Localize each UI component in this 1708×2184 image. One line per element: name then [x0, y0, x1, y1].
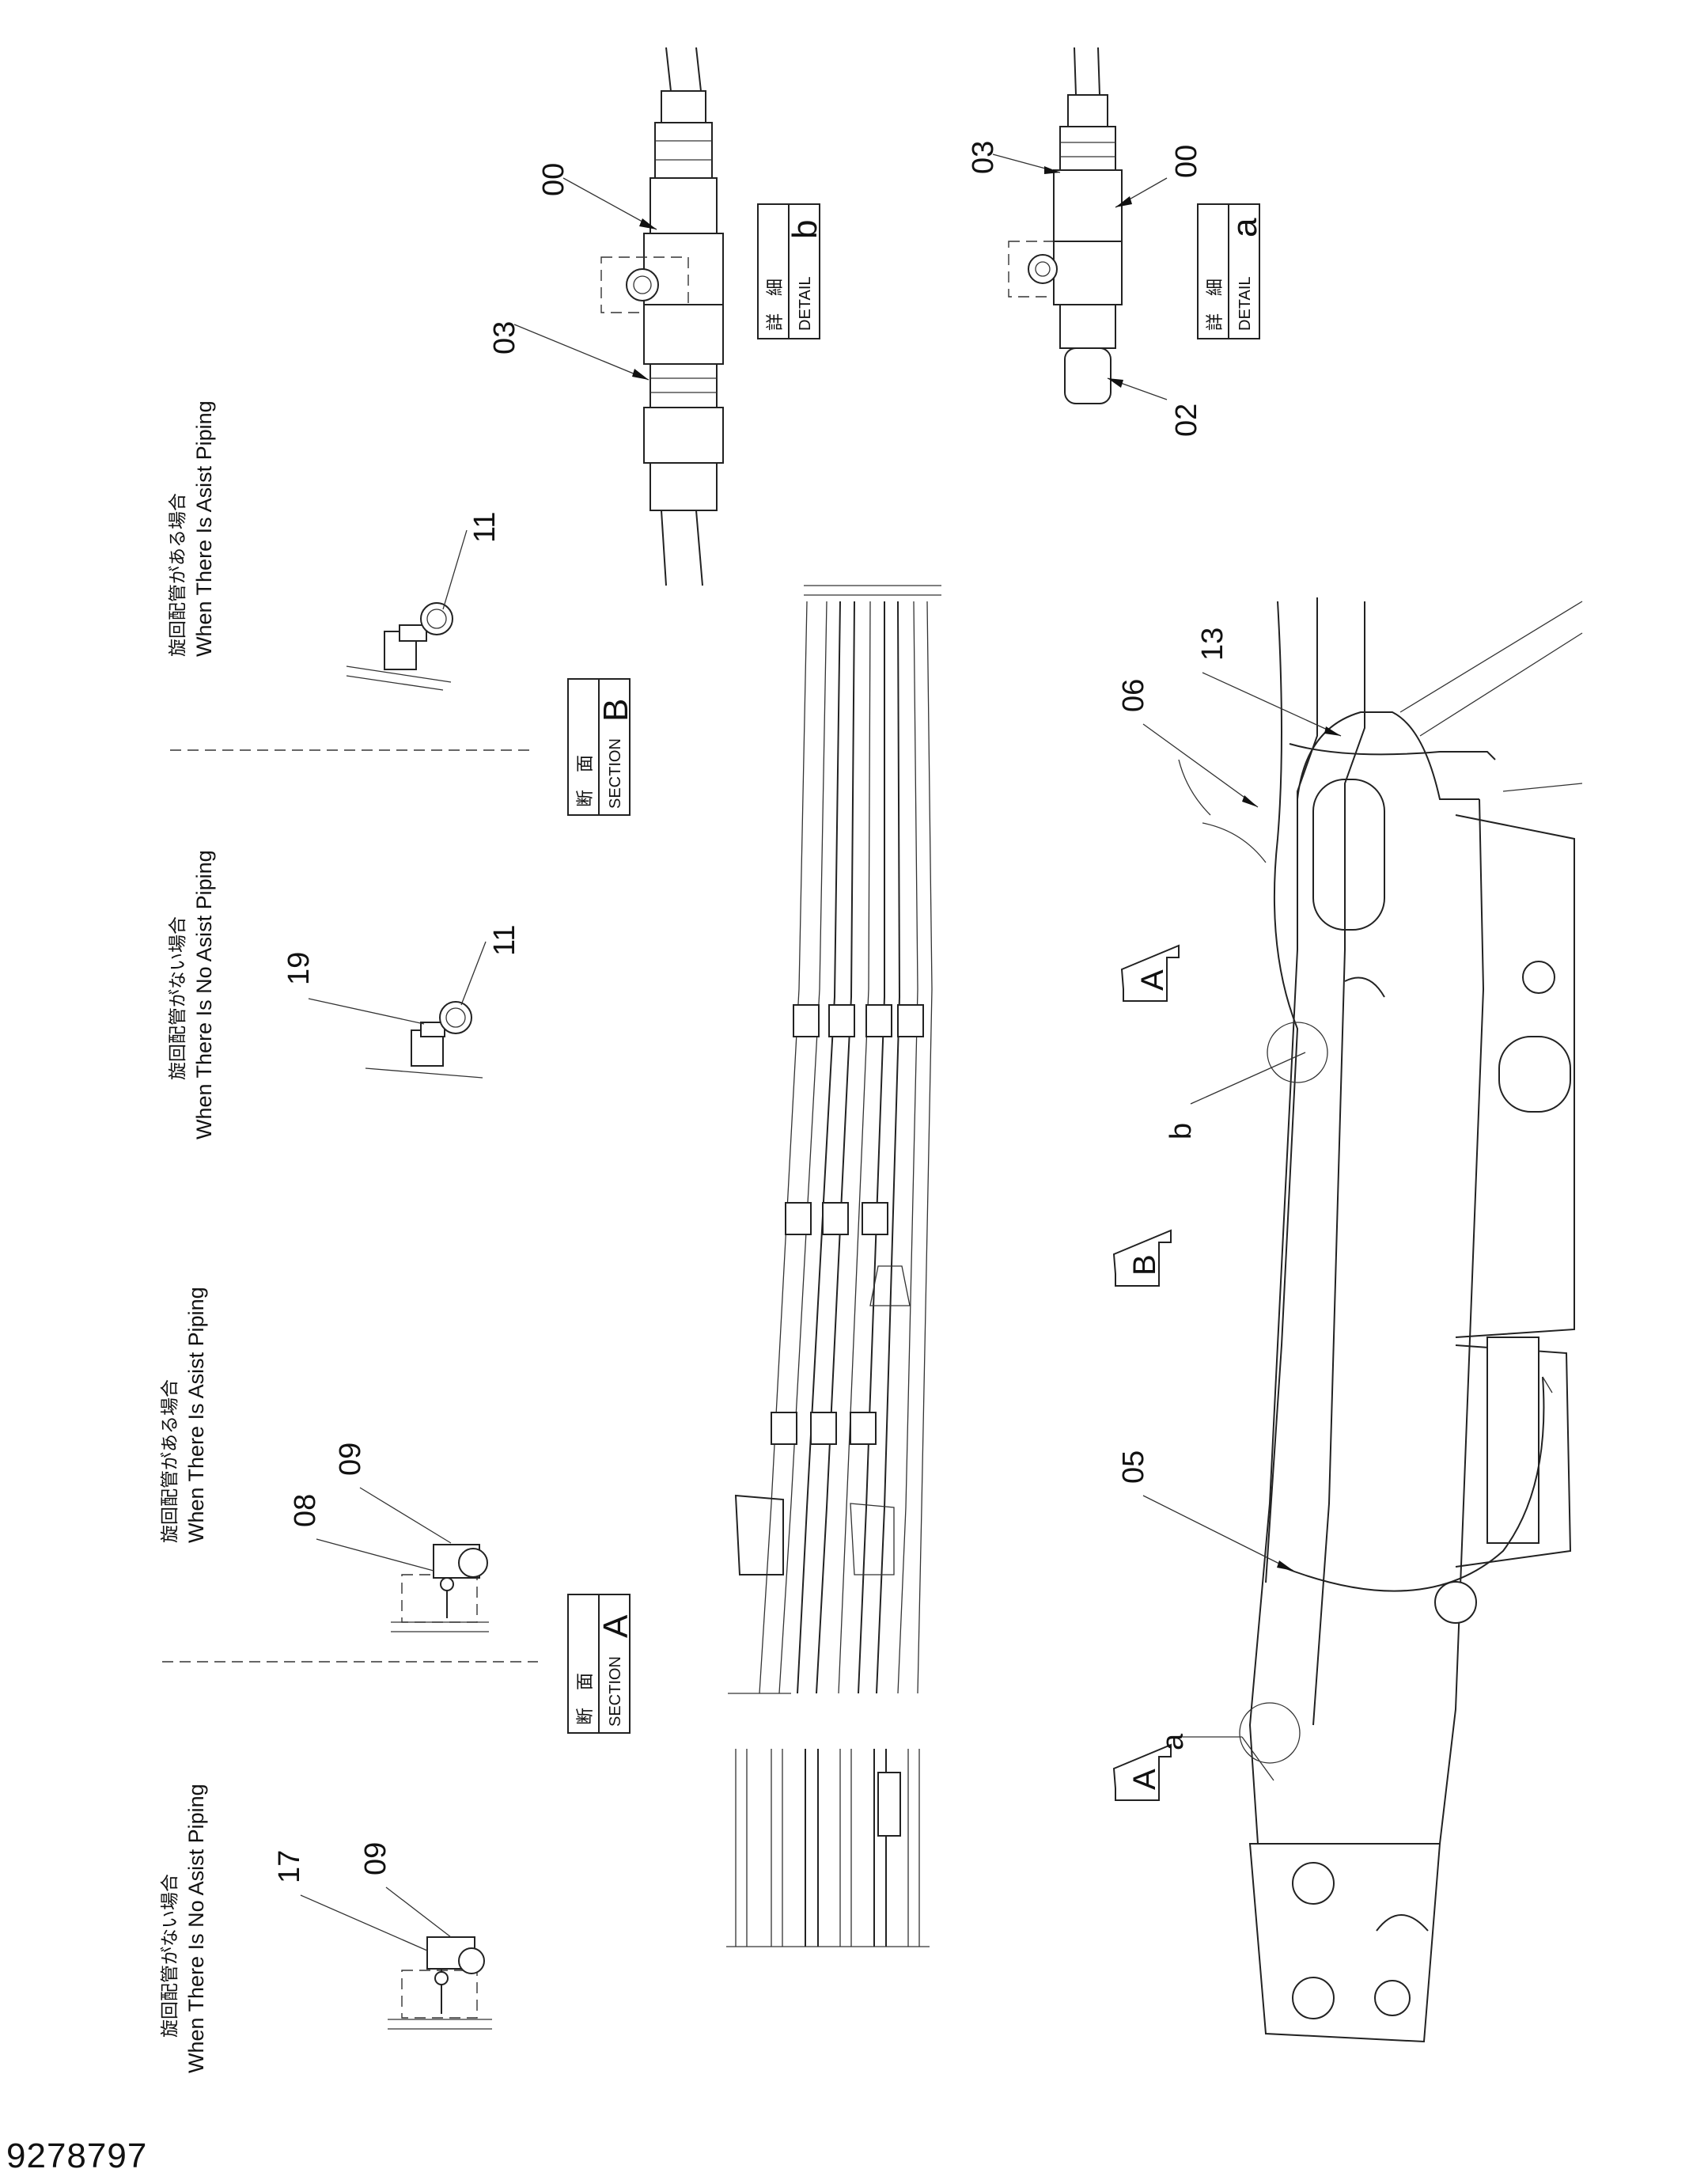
detail-ref-letter: a	[1157, 1733, 1190, 1750]
section-a-box	[567, 1594, 631, 1734]
clamp-mid-right	[308, 941, 487, 1079]
part-label: 09	[334, 1443, 367, 1476]
detail-b-box	[757, 203, 820, 339]
part-label: 05	[1117, 1450, 1150, 1484]
view-arrow-letter: B	[1127, 1254, 1162, 1276]
section-box-jp: 断 面	[576, 1673, 596, 1725]
view-arrow-a-bottom	[1112, 1743, 1172, 1801]
section-title-jp: 旋回配管がない場合	[160, 1874, 180, 2038]
section-title-en: When There Is Asist Piping	[192, 400, 216, 657]
clamp-mid-left	[316, 1487, 489, 1632]
part-label: 03	[488, 321, 521, 355]
part-label: 17	[273, 1850, 306, 1883]
detail-a-fitting-drawing	[1008, 47, 1123, 404]
part-label: 13	[1196, 628, 1229, 661]
detail-ref-letter: b	[1165, 1123, 1198, 1139]
section-box-letter: A	[596, 1614, 635, 1638]
part-label: 11	[488, 925, 521, 956]
section-title-jp: 旋回配管がある場合	[160, 1379, 180, 1543]
part-label: 00	[537, 163, 570, 196]
section-title-en: When There Is Asist Piping	[184, 1287, 208, 1543]
document-number: 9278797	[6, 2137, 148, 2175]
section-title-jp: 旋回配管がない場合	[168, 916, 188, 1080]
detail-box-en: DETAIL	[797, 276, 814, 331]
detail-box-jp: 詳 細	[1206, 279, 1225, 331]
section-title-en: When There Is No Asist Piping	[192, 850, 216, 1139]
boom-assembly	[1178, 597, 1583, 2043]
section-title-en: When There Is No Asist Piping	[184, 1784, 208, 2073]
part-label: 00	[1170, 145, 1203, 178]
view-arrow-b	[1112, 1229, 1172, 1287]
detail-b-fitting-drawing	[600, 47, 724, 586]
detail-box-letter: a	[1225, 218, 1264, 237]
part-label: 08	[289, 1494, 322, 1527]
view-arrow-letter: A	[1127, 1769, 1162, 1790]
section-title-jp: 旋回配管がある場合	[168, 493, 188, 657]
part-label: 03	[967, 141, 1000, 174]
part-label: 19	[282, 952, 316, 985]
view-arrow-a-top	[1120, 944, 1180, 1002]
section-box-jp: 断 面	[576, 755, 596, 807]
section-box-en: SECTION	[607, 1656, 624, 1727]
clamp-top-right	[346, 529, 468, 691]
detail-box-jp: 詳 細	[766, 279, 786, 331]
detail-box-letter: b	[786, 220, 824, 239]
detail-a-box	[1197, 203, 1260, 339]
view-arrow-letter: A	[1135, 969, 1170, 991]
section-box-letter: B	[596, 699, 635, 722]
hose-routing-side-view	[726, 585, 941, 1947]
detail-box-en: DETAIL	[1237, 276, 1254, 331]
part-label: 02	[1170, 404, 1203, 437]
part-label: 11	[468, 512, 502, 543]
clamp-bottom-left	[300, 1886, 492, 2030]
section-box-en: SECTION	[607, 738, 624, 809]
part-label: 06	[1117, 679, 1150, 712]
section-b-box	[567, 678, 631, 816]
part-label: 09	[359, 1842, 392, 1875]
